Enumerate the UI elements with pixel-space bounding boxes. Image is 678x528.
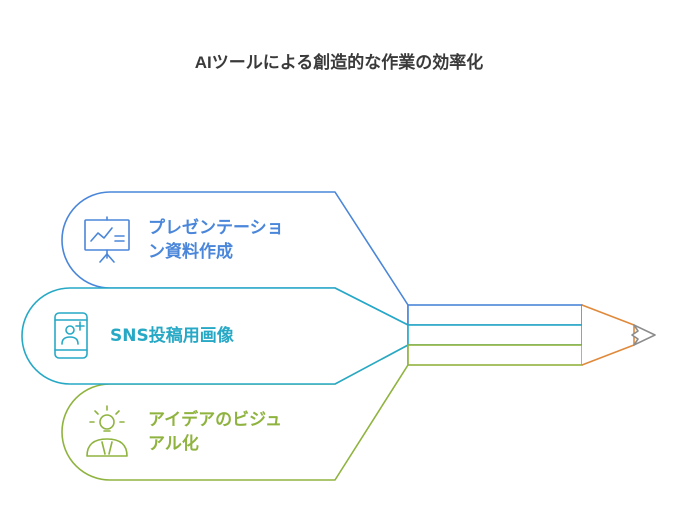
label-sns-line1: SNS投稿用画像	[110, 326, 234, 346]
card-sns	[21, 287, 409, 385]
pencil-graphite-point	[631, 324, 656, 346]
card-presentation	[61, 191, 409, 326]
card-visualization-outline	[61, 344, 409, 481]
lightbulb-idea-icon	[86, 405, 128, 457]
pencil-wood-tip	[581, 304, 635, 366]
label-visualization: アイデアのビジュ アル化	[148, 408, 282, 456]
card-sns-outline	[21, 287, 409, 385]
card-visualization	[61, 344, 409, 481]
pencil-stripe-green	[407, 344, 583, 366]
label-presentation-line2: ン資料作成	[148, 242, 233, 262]
smartphone-user-icon	[54, 312, 88, 359]
pencil	[407, 304, 656, 366]
page-title: AIツールによる創造的な作業の効率化	[194, 53, 484, 72]
pencil-stripe-teal	[407, 324, 583, 346]
label-visualization-line1: アイデアのビジュ	[148, 410, 282, 430]
presentation-board-icon	[84, 216, 130, 263]
label-sns: SNS投稿用画像	[110, 324, 234, 348]
pencil-stripe-blue	[407, 304, 583, 326]
label-visualization-line2: アル化	[148, 434, 199, 454]
label-presentation-line1: プレゼンテーショ	[148, 218, 284, 238]
label-presentation: プレゼンテーショ ン資料作成	[148, 216, 284, 264]
